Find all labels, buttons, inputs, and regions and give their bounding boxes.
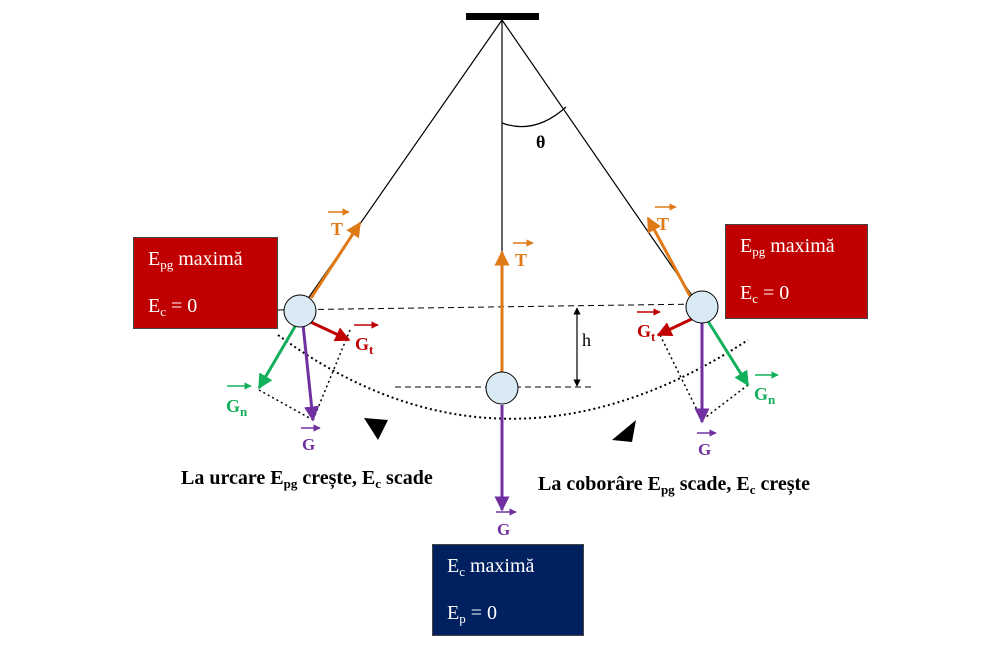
svg-text:Gn: Gn [754,384,776,407]
svg-text:G: G [302,435,315,454]
left-bob [283,294,317,328]
height-label: h [582,330,591,350]
string-right [501,19,703,311]
caption-ascending: La urcare Epg crește, Ec scade [181,467,433,491]
direction-arrow-left [364,418,388,440]
left-gravity-label: G [301,424,321,454]
right-gn-label: Gn [754,371,779,407]
right-tension-label: T [655,203,677,234]
svg-text:T: T [657,214,669,234]
right-gravity-label: G [697,429,717,459]
left-box-line-2: Ec = 0 [148,295,198,319]
ceiling-support [466,13,539,20]
right-gt-label: Gt [637,308,661,344]
right-energy-box: Epg maximă Ec = 0 [725,224,868,319]
bottom-energy-box: Ec maximă Ep = 0 [432,544,584,636]
svg-text:Gn: Gn [226,396,248,419]
svg-text:T: T [515,250,527,270]
bottom-box-line-1: Ec maximă [447,555,535,579]
svg-text:Gt: Gt [355,334,374,357]
right-normal-component [704,317,750,387]
right-bob [685,290,719,324]
right-parallelogram-b [701,384,749,421]
left-parallelogram-a [258,389,314,421]
svg-text:Gt: Gt [637,321,656,344]
left-gravity-vector [300,314,320,422]
center-gravity-label: G [496,508,517,539]
left-tension-label: T [328,208,350,239]
left-energy-box: Epg maximă Ec = 0 [133,237,278,329]
direction-arrow-right [612,420,636,442]
left-parallelogram-b [312,329,351,421]
top-reference-line [277,303,701,311]
angle-arc [501,106,567,128]
center-bob [485,371,519,405]
caption-descending: La coborâre Epg scade, Ec crește [538,473,811,497]
left-box-line-1: Epg maximă [148,248,243,272]
center-tension-label: T [513,239,534,270]
right-box-line-2: Ec = 0 [740,282,790,306]
svg-text:G: G [698,440,711,459]
left-tension-vector [309,221,362,299]
svg-text:T: T [331,219,343,239]
bottom-box-line-2: Ep = 0 [447,602,497,626]
left-normal-component [257,317,302,390]
left-gn-label: Gn [226,382,252,419]
svg-text:G: G [497,520,510,539]
angle-label: θ [536,132,545,152]
right-tension-vector [646,216,692,297]
right-parallelogram-a [659,334,703,421]
right-box-line-1: Epg maximă [740,235,835,259]
left-gt-label: Gt [354,321,379,357]
